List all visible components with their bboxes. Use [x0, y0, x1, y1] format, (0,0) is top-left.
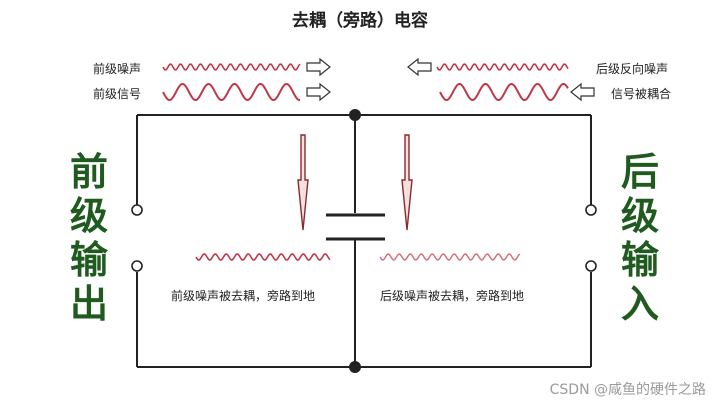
front-noise-label: 前级噪声 [93, 62, 142, 76]
rear-stage-input-char: 后 [620, 150, 659, 194]
front-stage-output-char: 出 [69, 282, 108, 326]
down-arrow-icon [297, 134, 309, 231]
front-noise-wave [162, 63, 301, 71]
rear-noise-bypassed-caption: 后级噪声被去耦，旁路到地 [380, 289, 525, 303]
rear-stage-input-text: 后 级 输 入 [617, 150, 663, 326]
junction-dot-bottom [349, 361, 361, 373]
front-signal-wave [162, 83, 300, 101]
front-bypassed-noise-wave [195, 253, 331, 261]
junction-dot-top [349, 109, 361, 121]
left-arrow-icon [407, 57, 432, 77]
flow-arrows [306, 57, 595, 102]
front-signal-label: 前级信号 [93, 87, 142, 101]
front-stage-output-char: 前 [69, 150, 108, 194]
rear-reverse-noise-wave [436, 63, 569, 71]
front-noise-bypassed-caption: 前级噪声被去耦，旁路到地 [171, 289, 316, 303]
right-arrow-icon [306, 82, 331, 102]
rear-stage-input-char: 输 [620, 238, 659, 282]
circuit-wires [136, 114, 592, 368]
left-terminal-top [131, 204, 143, 216]
front-stage-output-char: 级 [69, 194, 108, 238]
diagram-title: 去耦（旁路）电容 [292, 11, 428, 31]
down-arrow-icon [401, 134, 413, 231]
terminals [131, 204, 597, 272]
bypass-arrows [297, 134, 413, 231]
rear-bypassed-noise-wave [379, 253, 521, 261]
front-stage-output-text: 前 级 输 出 [66, 150, 112, 326]
left-terminal-bottom [131, 260, 143, 272]
rear-stage-input-char: 级 [620, 194, 659, 238]
rear-stage-input-char: 入 [620, 282, 659, 326]
coupled-signal-wave [439, 83, 569, 101]
right-terminal-top [585, 204, 597, 216]
rear-reverse-noise-label: 后级反向噪声 [596, 62, 669, 76]
right-terminal-bottom [585, 260, 597, 272]
capacitor-symbol [326, 213, 385, 241]
front-stage-output-char: 输 [69, 238, 108, 282]
left-arrow-icon [570, 82, 595, 102]
right-arrow-icon [306, 57, 331, 77]
signal-coupled-label: 信号被耦合 [611, 87, 672, 101]
csdn-watermark: CSDN @咸鱼的硬件之路 [549, 382, 706, 398]
